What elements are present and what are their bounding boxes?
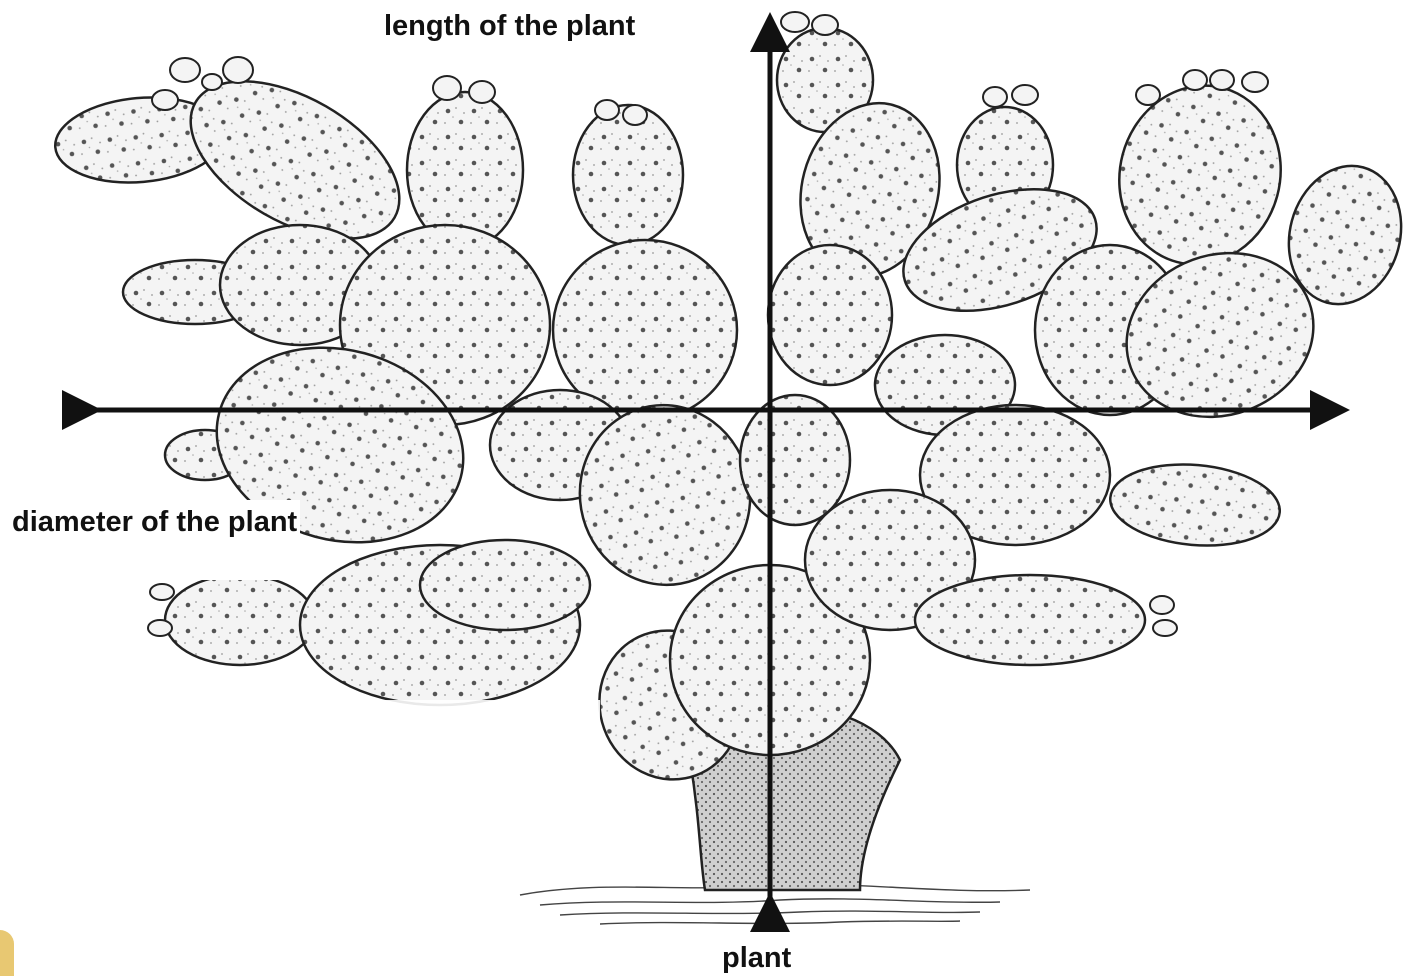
cactus-pads	[52, 28, 1406, 799]
plant-label: plant	[722, 940, 791, 976]
length-label: length of the plant	[384, 8, 635, 44]
diameter-label: diameter of the plant	[12, 504, 302, 540]
corner-accent	[0, 930, 14, 976]
